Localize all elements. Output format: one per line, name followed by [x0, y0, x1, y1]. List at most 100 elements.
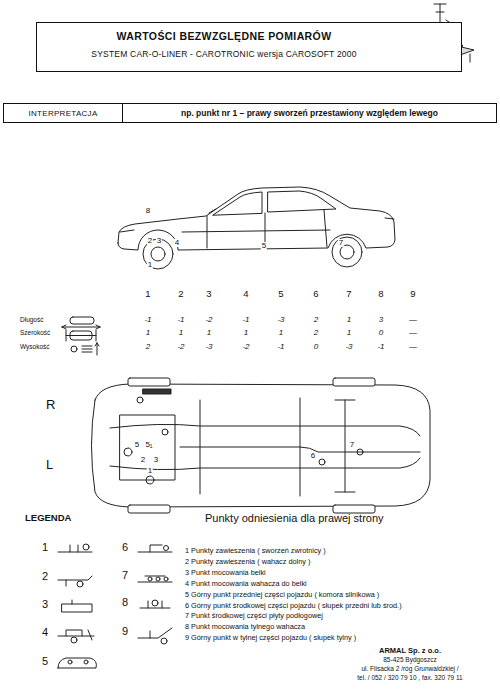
footer-text: tel. / 052 / 320 79 10 , fax. 320 79 11	[357, 675, 462, 682]
callout-number: 7	[349, 441, 355, 449]
legend-icon	[83, 544, 89, 550]
legend-icon	[148, 577, 152, 581]
legend-icon	[156, 577, 160, 581]
row-icon	[71, 346, 77, 352]
table-cell: 1	[244, 329, 248, 337]
column-header: 2	[178, 289, 183, 299]
column-header: 6	[313, 289, 318, 299]
legend-number: 7	[122, 570, 128, 581]
callout-number: 4	[174, 239, 180, 247]
legend-number: 5	[42, 656, 48, 667]
row-icon	[82, 343, 99, 355]
legend-icon	[164, 546, 169, 551]
table-cell: —	[409, 329, 417, 337]
column-header: 3	[206, 289, 211, 299]
legend-number: 3	[42, 599, 48, 610]
table-cell: 1	[347, 329, 351, 337]
table-cell: -2	[242, 343, 249, 351]
side-label: L	[46, 458, 53, 471]
car-top-view	[92, 384, 431, 507]
interpretation-label-box: INTERPRETACJA	[3, 103, 123, 123]
legend-number: 1	[42, 542, 48, 553]
box-text: np. punkt nr 1 – prawy sworzeń przestawi…	[181, 108, 438, 118]
table-cell: 2	[314, 316, 318, 324]
car-side-view	[182, 210, 330, 249]
table-cell: -3	[205, 343, 212, 351]
legend-entry: 1 Punkty zawieszenia ( sworzeń zwrotnicy…	[185, 547, 326, 554]
legend-entry: 8 Punkt mocowania tylnego wahacza	[185, 623, 305, 630]
car-side-view	[151, 247, 165, 261]
legend-icon	[152, 600, 158, 606]
legend-entry: 3 Punkt mocowania belki	[185, 569, 266, 576]
callout-number: 8	[145, 207, 151, 215]
callout-number: 3	[153, 456, 159, 464]
legend-icon	[58, 658, 96, 668]
callout-number: 1	[147, 467, 153, 475]
table-cell: -1	[377, 343, 384, 351]
table-cell: 2	[146, 343, 150, 351]
car-top-view	[357, 449, 363, 455]
callout-number: 5₁	[144, 441, 153, 449]
legend-icon	[138, 628, 172, 638]
car-top-view	[128, 505, 170, 513]
callout-number: 5	[261, 242, 267, 250]
callout-number: 6	[310, 452, 316, 460]
table-cell: -1	[242, 316, 249, 324]
row-icon	[62, 325, 100, 329]
table-cell: 2	[314, 329, 318, 337]
legend-entry: 2 Punkty zawieszenia ( wahacz dolny )	[185, 558, 310, 565]
legend-heading: LEGENDA	[25, 513, 71, 523]
legend-icon	[138, 545, 172, 644]
legend-icon	[58, 545, 92, 552]
legend-icon	[58, 544, 96, 668]
table-cell: -1	[144, 316, 151, 324]
column-header: 1	[145, 289, 150, 299]
row-label: Szerokość	[20, 330, 50, 337]
legend-entry: 5 Górny punkt przedniej części pojazdu (…	[185, 591, 379, 598]
car-side-view	[118, 187, 395, 269]
car-top-view	[162, 429, 168, 435]
legend-number: 4	[42, 627, 48, 638]
legend-icon	[138, 576, 172, 582]
car-top-view	[128, 378, 170, 386]
car-top-view	[137, 397, 143, 403]
header-box: WARTOŚCI BEZWZGLĘDNE POMIARÓWSYSTEM CAR-…	[36, 22, 462, 72]
table-cell: 1	[279, 329, 283, 337]
callout-number: 3	[156, 237, 162, 245]
car-top-view	[319, 459, 325, 465]
row-icon	[62, 317, 100, 355]
car-side-view	[120, 209, 394, 232]
car-top-view	[335, 400, 355, 492]
legend-icon	[138, 545, 172, 552]
table-cell: -2	[205, 316, 212, 324]
footer-text: ul. Flisacka 2 /róg Grunwaldzkiej /	[361, 666, 458, 673]
legend-icon	[71, 637, 77, 643]
column-header: 5	[278, 289, 283, 299]
legend-icon	[68, 660, 72, 664]
table-cell: —	[409, 343, 417, 351]
table-cell: -2	[177, 343, 184, 351]
box-text: INTERPRETACJA	[28, 109, 97, 118]
table-cell: 3	[379, 316, 383, 324]
column-header: 8	[378, 289, 383, 299]
table-cell: -3	[277, 316, 284, 324]
footer-text: ARMAL Sp. z o.o.	[379, 647, 441, 655]
callout-number: 2	[147, 237, 153, 245]
legend-icon	[77, 581, 83, 587]
car-top-view	[120, 415, 175, 480]
table-cell: -1	[177, 316, 184, 324]
car-top-view	[146, 476, 154, 484]
table-cell: -1	[277, 343, 284, 351]
callout-number: 5	[134, 441, 140, 449]
legend-subheading: Punkty odniesienia dla prawej strony	[205, 513, 384, 524]
legend-icon	[62, 600, 92, 612]
legend-number: 8	[122, 597, 128, 608]
row-icon	[70, 317, 94, 324]
legend-icon	[140, 601, 170, 608]
car-side-view	[213, 192, 262, 215]
legend-entry: 9 Górny punkt w tylnej części pojazdu ( …	[185, 634, 356, 641]
legend-icon	[84, 660, 88, 664]
table-cell: -3	[345, 343, 352, 351]
column-header: 7	[346, 289, 351, 299]
car-top-view	[333, 378, 375, 386]
